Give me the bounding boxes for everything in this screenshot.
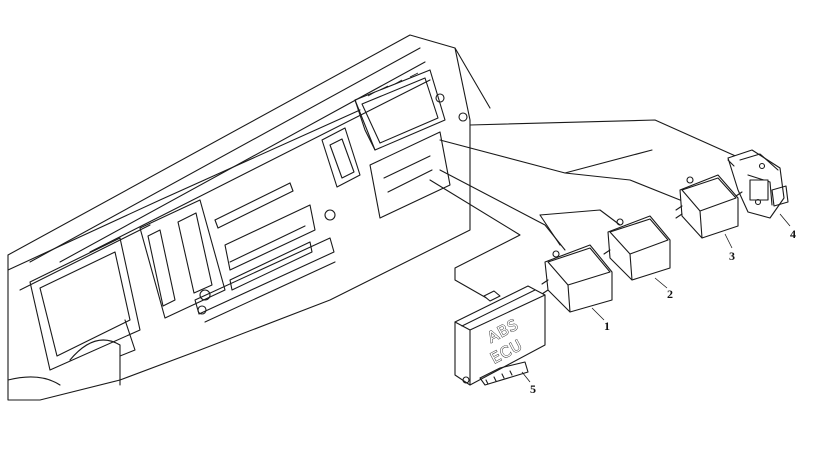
- callouts: 1 2 3 4 5: [521, 213, 796, 396]
- callout-1: 1: [604, 319, 610, 333]
- connector-4: [727, 149, 789, 219]
- relay-2: [603, 215, 671, 281]
- relay-3: [675, 174, 739, 239]
- callout-3: 3: [729, 249, 735, 263]
- harness-lines: [429, 119, 741, 301]
- callout-2: 2: [667, 287, 673, 301]
- callout-4: 4: [790, 227, 796, 241]
- callout-5: 5: [530, 382, 536, 396]
- abs-ecu-5: ABS ECU: [454, 285, 546, 386]
- relay-1: [541, 244, 613, 313]
- dashboard-outline: [7, 34, 491, 401]
